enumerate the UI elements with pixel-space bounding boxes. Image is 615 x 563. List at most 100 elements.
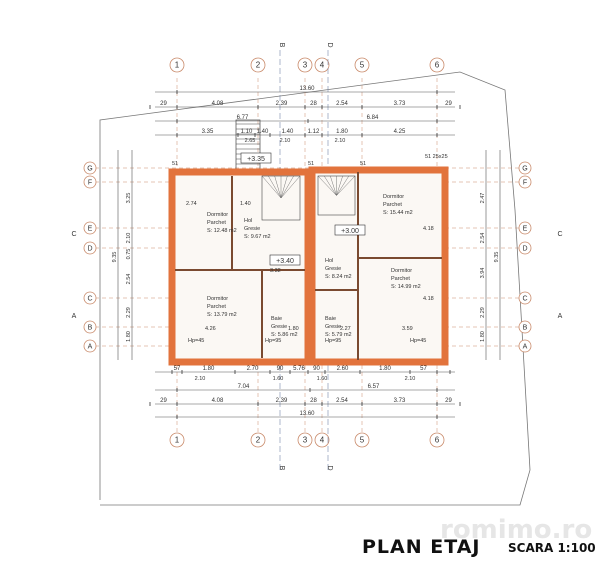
level-marker bbox=[269, 254, 301, 266]
dimension-side-label: 1.80 bbox=[480, 331, 486, 342]
grid-bubble bbox=[297, 57, 313, 73]
grid-bubble bbox=[83, 161, 97, 175]
stair-step bbox=[330, 175, 337, 196]
watermark: romimo.ro bbox=[440, 515, 593, 545]
dimension-side-label: 2.54 bbox=[480, 233, 486, 244]
dimension-label: 2.74 bbox=[186, 201, 197, 207]
dimension-axes: 28 bbox=[310, 398, 317, 404]
room-floor: Gresie bbox=[325, 324, 341, 330]
grid-bubble bbox=[429, 432, 445, 448]
grid-bubble bbox=[250, 57, 266, 73]
section-mark-label: A bbox=[558, 313, 563, 320]
dimension-side-label: 2.54 bbox=[126, 274, 132, 285]
building-right-block bbox=[308, 166, 449, 366]
room-floor: Parchet bbox=[391, 276, 410, 282]
dimension-axes: 29 bbox=[160, 101, 167, 107]
grid-row-label: D bbox=[522, 246, 527, 253]
dimension-axes: 3.73 bbox=[394, 101, 406, 107]
room-area: S: 5.86 m2 bbox=[271, 332, 298, 338]
dimension-opening: 3.35 bbox=[202, 129, 214, 135]
grid-bubble bbox=[354, 432, 370, 448]
stair-step bbox=[261, 175, 282, 199]
dimension-label: Hp=95 bbox=[325, 338, 341, 344]
room-area: S: 5.79 m2 bbox=[325, 332, 352, 338]
dimension-axes: 2.54 bbox=[336, 398, 348, 404]
dimension-axes: 28 bbox=[310, 101, 317, 107]
section-mark-label: A bbox=[72, 313, 77, 320]
stair-step bbox=[280, 175, 288, 199]
grid-column-label: 6 bbox=[435, 61, 440, 70]
section-mark-label: C bbox=[557, 231, 562, 238]
dimension-label: Hp=95 bbox=[265, 338, 281, 344]
grid-column-label: 6 bbox=[435, 436, 440, 445]
site-boundary bbox=[99, 71, 531, 506]
grid-column-label: 1 bbox=[175, 436, 180, 445]
dimension-opening: 4.25 bbox=[394, 129, 406, 135]
dimension-axes: 2.39 bbox=[276, 101, 288, 107]
stair-step bbox=[336, 175, 356, 196]
dimension-opening: 1.40 bbox=[282, 129, 294, 135]
grid-row-label: A bbox=[88, 344, 93, 351]
grid-bubble bbox=[518, 320, 532, 334]
dimension-opening: 5.76 bbox=[293, 366, 305, 372]
level-marker bbox=[240, 152, 272, 164]
grid-bubble bbox=[518, 175, 532, 189]
room-name: Dormitor bbox=[383, 194, 404, 200]
room-floor: Gresie bbox=[244, 226, 260, 232]
dimension-opening-sub: 1.60 bbox=[273, 376, 284, 382]
dimension-side-label: 1.80 bbox=[126, 331, 132, 342]
grid-bubble bbox=[518, 291, 532, 305]
dimension-opening: 1.80 bbox=[336, 129, 348, 135]
stair-step bbox=[336, 175, 350, 196]
dimension-total: 13.60 bbox=[299, 411, 315, 417]
dimension-opening: 90 bbox=[313, 366, 320, 372]
dimension-opening-sub: 2.10 bbox=[195, 376, 206, 382]
level-label: +3.00 bbox=[341, 228, 359, 235]
grid-row-label: F bbox=[523, 180, 527, 187]
dimension-opening-sub: 2.10 bbox=[335, 138, 346, 144]
grid-row-label: C bbox=[87, 296, 92, 303]
stair-step bbox=[323, 175, 337, 196]
dimension-opening: 2.60 bbox=[337, 366, 349, 372]
dimension-axes: 2.54 bbox=[336, 101, 348, 107]
room-name: Dormitor bbox=[207, 296, 228, 302]
grid-row-label: B bbox=[523, 325, 528, 332]
grid-bubble bbox=[518, 339, 532, 353]
grid-bubble bbox=[314, 432, 330, 448]
dimension-label: 2.27 bbox=[340, 326, 351, 332]
dimension-side-label: 3.94 bbox=[480, 268, 486, 279]
dimension-label: 4.18 bbox=[423, 296, 434, 302]
dimension-opening: 57 bbox=[420, 366, 427, 372]
grid-bubble bbox=[83, 241, 97, 255]
dimension-label: 3.59 bbox=[402, 326, 413, 332]
grid-bubble bbox=[429, 57, 445, 73]
grid-bubble bbox=[83, 221, 97, 235]
grid-row-label: C bbox=[522, 296, 527, 303]
dimension-half: 7.04 bbox=[238, 384, 250, 390]
level-label: +3.40 bbox=[276, 258, 294, 265]
dimension-side-label: 2.29 bbox=[480, 307, 486, 318]
stair-step bbox=[280, 175, 301, 199]
section-mark-label: B bbox=[278, 466, 285, 471]
grid-column-label: 2 bbox=[256, 436, 261, 445]
grid-bubble bbox=[297, 432, 313, 448]
dimension-axes: 29 bbox=[445, 101, 452, 107]
dimension-side-label: 3.25 bbox=[126, 193, 132, 204]
dimension-label: 51 25x25 bbox=[425, 154, 448, 160]
dimension-opening: 90 bbox=[277, 366, 284, 372]
dimension-total: 13.60 bbox=[299, 86, 315, 92]
dimension-side-label: 2.29 bbox=[126, 307, 132, 318]
stair-step bbox=[274, 175, 282, 199]
grid-row-label: A bbox=[523, 344, 528, 351]
room-floor: Gresie bbox=[325, 266, 341, 272]
grid-column-label: 3 bbox=[303, 61, 308, 70]
room-area: S: 8.24 m2 bbox=[325, 274, 352, 280]
dimension-half: 6.57 bbox=[368, 384, 380, 390]
dimension-label: 1.40 bbox=[240, 201, 251, 207]
grid-bubble bbox=[250, 432, 266, 448]
grid-row-label: B bbox=[88, 325, 93, 332]
room-floor: Parchet bbox=[207, 220, 226, 226]
grid-column-label: 5 bbox=[360, 436, 365, 445]
dimension-opening: 1.40 bbox=[257, 129, 269, 135]
